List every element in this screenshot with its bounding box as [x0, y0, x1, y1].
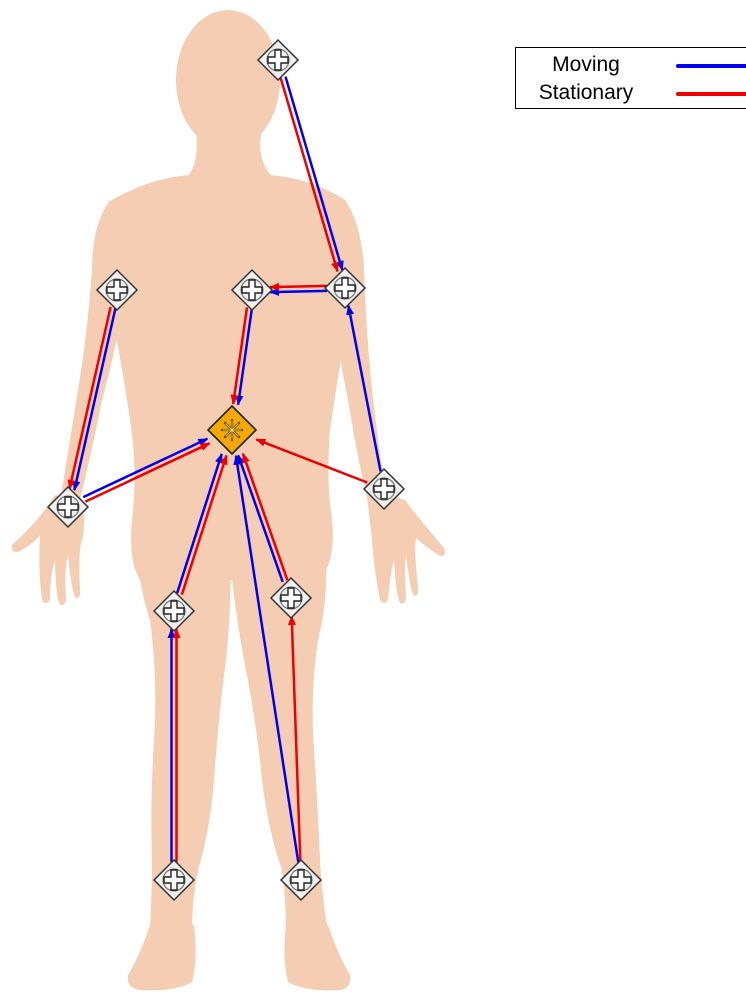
link-moving-right-shoulder-to-chest — [270, 291, 327, 292]
link-stationary-right-shoulder-to-chest — [270, 286, 327, 287]
legend-item-moving: Moving — [516, 50, 656, 80]
legend-label-moving: Moving — [516, 53, 656, 77]
legend-item-stationary: Stationary — [516, 78, 656, 108]
legend: Moving Stationary — [515, 47, 746, 109]
legend-line-stationary — [676, 92, 746, 96]
legend-line-moving — [676, 64, 746, 68]
legend-label-stationary: Stationary — [516, 81, 656, 105]
